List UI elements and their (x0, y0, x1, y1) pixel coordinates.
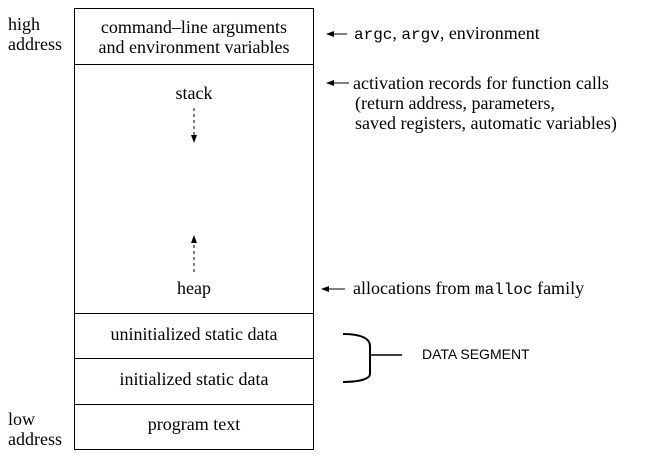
segment-initialized-data: initialized static data (74, 359, 314, 405)
data-segment-bracket (342, 333, 371, 383)
heap-annotation-suffix: family (532, 278, 585, 298)
argc-text: argc (354, 26, 393, 44)
high-address-label: high address (8, 14, 62, 54)
segment-stack-heap: stack heap (74, 65, 314, 314)
args-env-annotation: argc, argv, environment (354, 23, 540, 44)
stack-annotation-line-2: (return address, parameters, (355, 93, 555, 113)
stack-annotation: activation records for function calls (r… (353, 73, 617, 133)
low-address-label-line-1: low (8, 409, 35, 429)
heap-annotation: allocations from malloc family (353, 278, 584, 299)
low-address-label: low address (8, 409, 62, 449)
low-address-label-line-2: address (8, 429, 62, 449)
argv-text: argv (401, 26, 440, 44)
malloc-text: malloc (474, 281, 533, 299)
comma-separator: , (392, 23, 402, 43)
high-address-label-line-2: address (8, 34, 62, 54)
segment-args-env: command–line arguments and environment v… (74, 8, 314, 65)
stack-annotation-line-1: activation records for function calls (353, 73, 609, 93)
uninitialized-data-label: uninitialized static data (110, 324, 278, 344)
segment-args-env-line-1: command–line arguments (100, 17, 288, 37)
segment-args-env-line-2: and environment variables (98, 37, 290, 57)
segment-program-text: program text (74, 405, 314, 450)
environment-text: , environment (439, 23, 540, 43)
high-address-label-line-1: high (8, 14, 41, 34)
heap-label: heap (177, 278, 211, 298)
initialized-data-label: initialized static data (119, 369, 269, 389)
heap-annotation-prefix: allocations from (353, 278, 475, 298)
stack-label: stack (175, 83, 213, 103)
segment-uninitialized-data: uninitialized static data (74, 314, 314, 359)
data-segment-label: DATA SEGMENT (422, 346, 530, 362)
stack-annotation-line-3: saved registers, automatic variables) (355, 113, 617, 133)
program-text-label: program text (147, 414, 241, 434)
